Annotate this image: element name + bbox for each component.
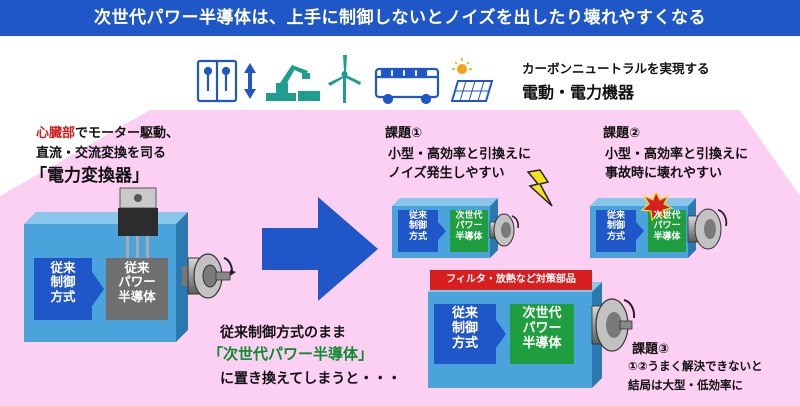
countermeasure-parts-label: フィルタ・放熱など対策部品 <box>430 270 592 290</box>
replace-line3: に置き換えてしまうと・・・ <box>220 371 402 387</box>
wind-turbine-icon <box>328 55 361 103</box>
bottom-control-label: 従来 制御 方式 <box>451 306 478 351</box>
issue1-motor-icon <box>489 213 519 247</box>
page-title: 次世代パワー半導体は、上手に制御しないとノイズを出したり壊れやすくなる <box>0 0 800 36</box>
main-control-box <box>34 258 92 320</box>
issue1-block <box>392 169 553 258</box>
bus-icon <box>374 67 440 105</box>
issue1-line1: 小型・高効率と引換えに <box>388 147 532 162</box>
elevator-icon <box>196 59 238 103</box>
intro-line2: 直流・交流変換を司る <box>36 146 167 161</box>
explosion-icon <box>640 190 674 222</box>
intro-line3: 「電力変換器」 <box>30 166 149 186</box>
replace-line1: 従来制御方式のまま <box>220 325 346 341</box>
bottom-semi-label: 次世代 パワー 半導体 <box>522 306 562 351</box>
carbon-neutral-subtitle: カーボンニュートラルを実現する <box>522 61 710 76</box>
issue2-line1: 小型・高効率と引換えに <box>605 147 749 162</box>
issue1-title: 課題① <box>385 126 423 141</box>
carbon-neutral-title: 電動・電力機器 <box>522 83 635 102</box>
issue1-line2: ノイズ発生しやすい <box>388 166 505 181</box>
industrial-robot-icon <box>266 65 320 101</box>
issue3-line2: 結局は大型・低効率に <box>628 378 743 392</box>
intro-line1: 心臓部でモーター駆動、 <box>36 122 179 141</box>
solar-panel-icon <box>450 58 494 102</box>
up-down-arrow-icon <box>244 63 256 99</box>
main-control-label: 従来 制御 方式 <box>50 260 76 304</box>
intro-line1-rest: でモーター駆動、 <box>75 126 180 141</box>
big-right-arrow <box>262 197 378 301</box>
lightning-bolt-icon <box>526 169 553 207</box>
issue2-semi-label: 次世代 パワー 半導体 <box>653 211 681 242</box>
icons-row <box>196 55 494 105</box>
bottom-block <box>428 282 636 388</box>
heart-part-label: 心臓部 <box>36 126 76 141</box>
main-semi-label: 従来 パワー 半導体 <box>118 260 156 304</box>
issue2-block <box>590 190 728 258</box>
issue1-control-label: 従来 制御 方式 <box>408 211 427 242</box>
issue2-title: 課題② <box>603 126 641 141</box>
bottom-motor-icon <box>591 298 636 352</box>
issue2-motor-icon <box>687 208 728 250</box>
issue3-title: 課題③ <box>632 342 670 357</box>
issue2-control-label: 従来 制御 方式 <box>606 211 625 242</box>
issue1-semi-label: 次世代 パワー 半導体 <box>455 211 483 242</box>
replace-line2: 「次世代パワー半導体」 <box>208 345 374 363</box>
issue2-line2: 事故時に壊れやすい <box>605 166 723 181</box>
main-motor-icon <box>182 253 236 299</box>
main-semi-box <box>106 258 168 320</box>
issue3-line1: ①②うまく解決できないと <box>628 359 763 373</box>
